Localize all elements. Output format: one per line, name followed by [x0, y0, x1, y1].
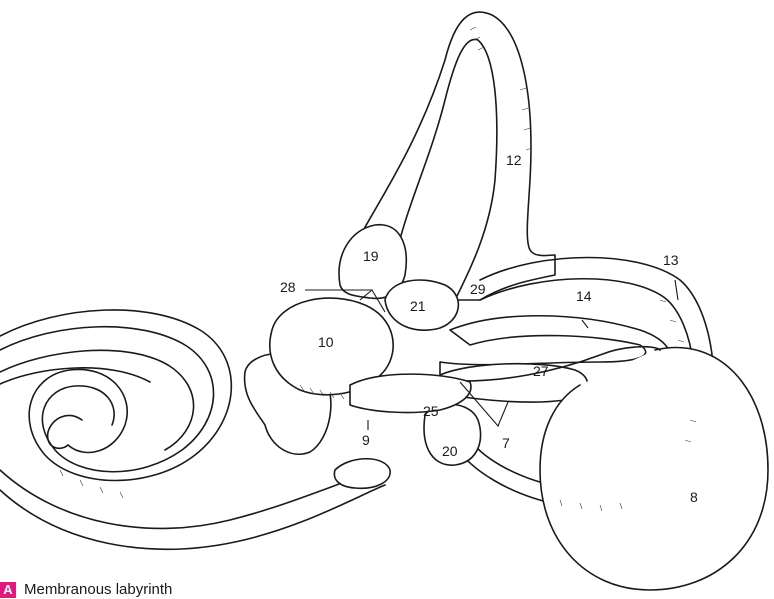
label-25: 25 [423, 403, 439, 419]
label-29: 29 [470, 281, 486, 297]
label-7: 7 [502, 435, 510, 451]
label-12: 12 [506, 152, 522, 168]
caption-letter-badge: A [0, 582, 16, 598]
label-21: 21 [410, 298, 426, 314]
label-9: 9 [362, 432, 370, 448]
label-28: 28 [280, 279, 296, 295]
label-27: 27 [533, 363, 549, 379]
label-20: 20 [442, 443, 458, 459]
label-19: 19 [363, 248, 379, 264]
caption-text: Membranous labyrinth [24, 581, 172, 598]
label-8: 8 [690, 489, 698, 505]
label-10: 10 [318, 334, 334, 350]
label-13: 13 [663, 252, 679, 268]
figure-caption: A Membranous labyrinth [0, 580, 172, 599]
label-14: 14 [576, 288, 592, 304]
